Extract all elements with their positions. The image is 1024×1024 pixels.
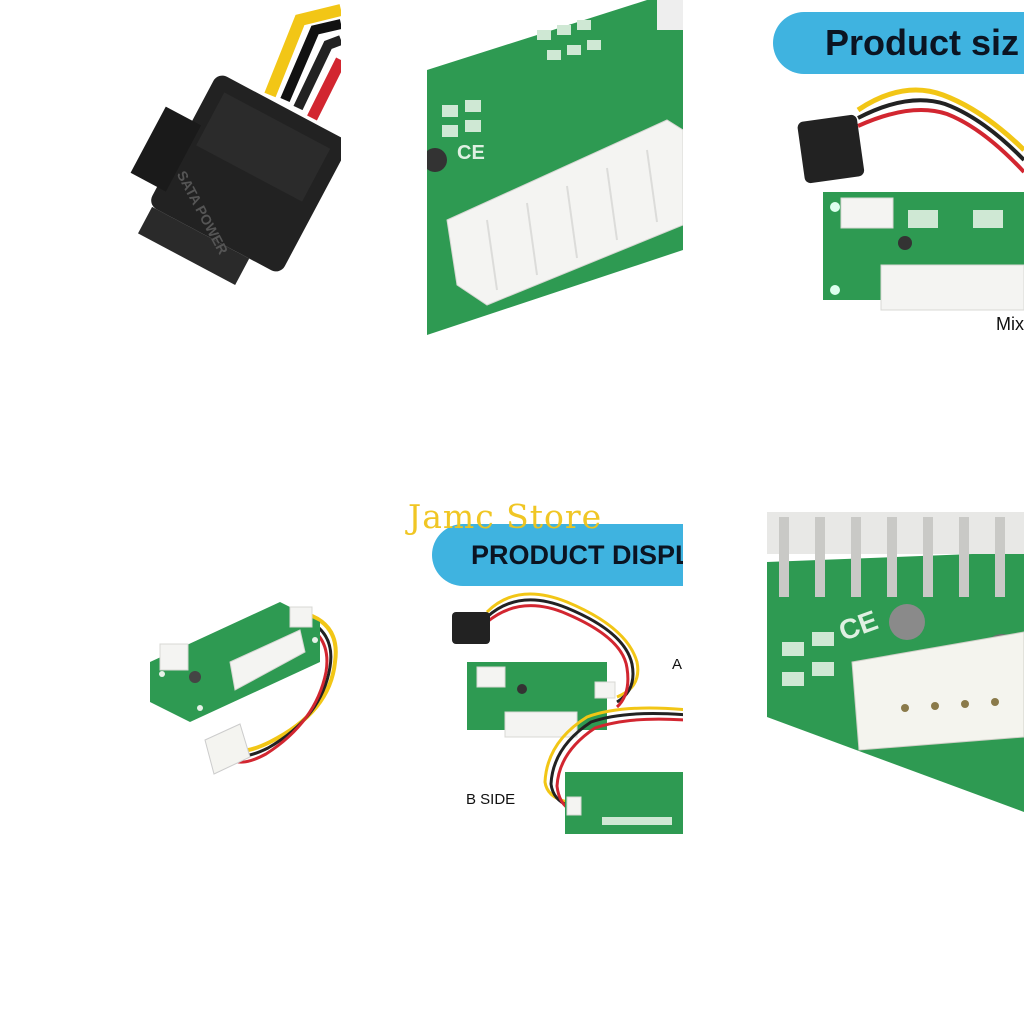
photo-board-angle: CE: [427, 0, 683, 341]
side-b-label: B SIDE: [466, 791, 516, 808]
product-size-caption: Mix: [996, 314, 1024, 334]
photo-sata-connector: SATA POWER: [0, 0, 341, 341]
photo-product-size: Product siz Mix: [683, 0, 1024, 341]
product-display-banner: [432, 524, 683, 586]
photo-molex-closeup: CE: [767, 512, 1024, 853]
store-watermark: Jamc Store: [408, 497, 603, 536]
photo-product-display: PRODUCT DISPL A B SIDE: [427, 512, 683, 853]
side-a-label: A: [672, 656, 683, 673]
ce-mark: CE: [457, 142, 485, 164]
product-size-banner-text: Product siz: [825, 22, 1020, 63]
photo-board-cable: [0, 512, 341, 853]
product-display-banner-text: PRODUCT DISPL: [471, 540, 683, 570]
product-size-banner: [773, 12, 1024, 74]
